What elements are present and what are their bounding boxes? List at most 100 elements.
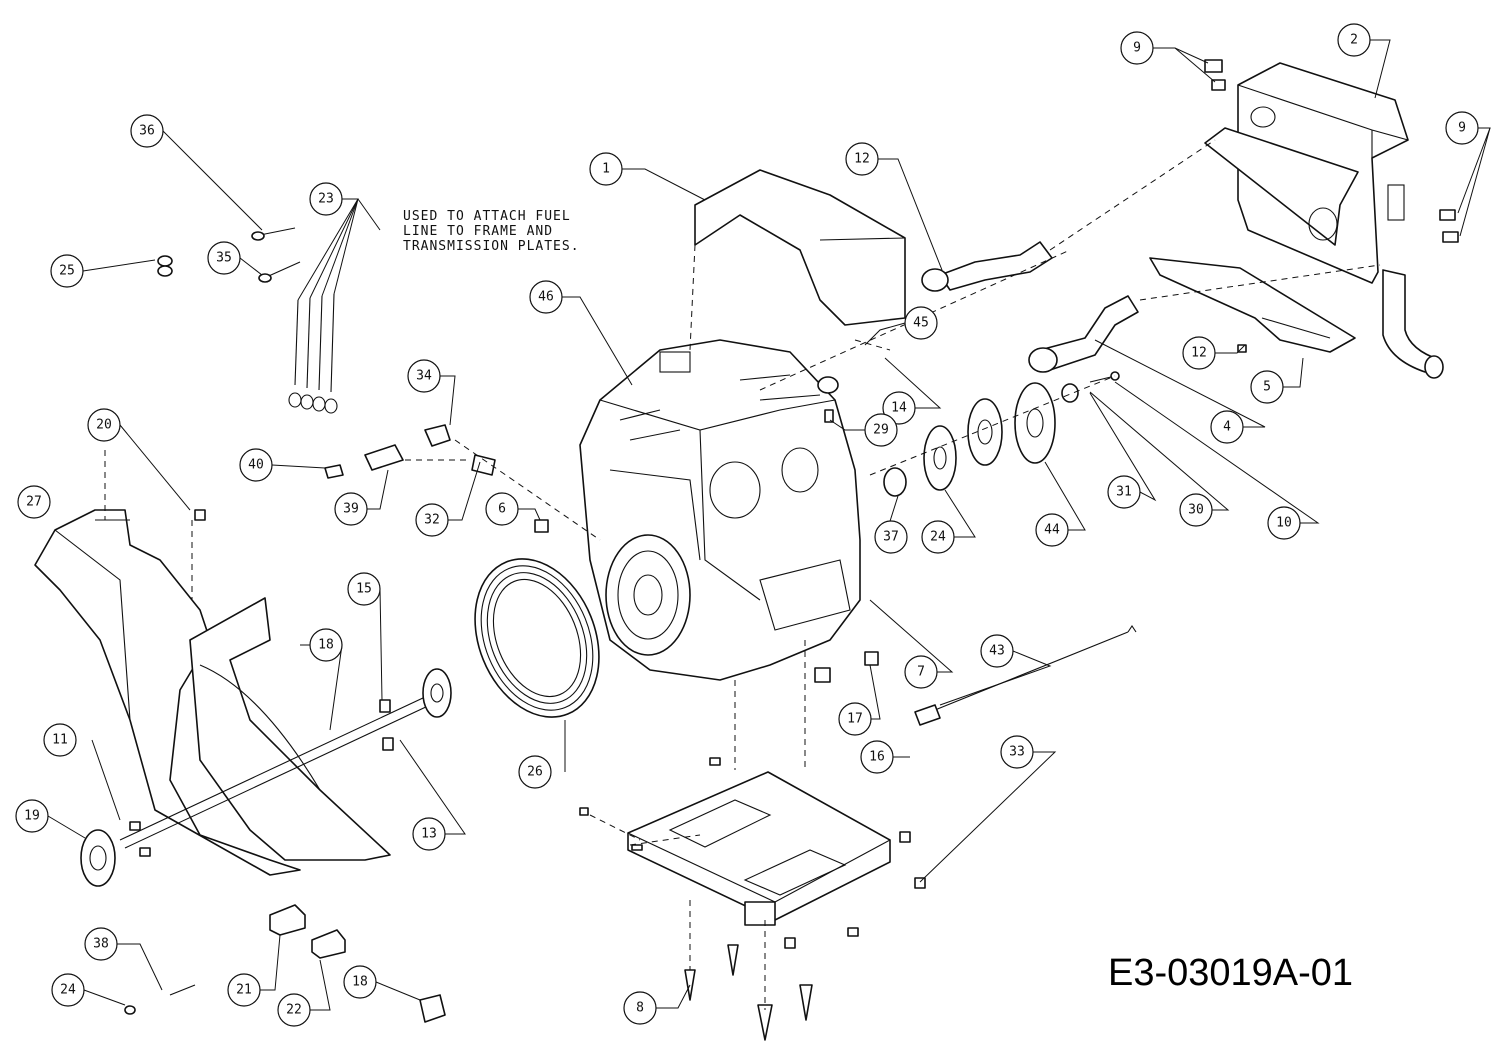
- callout-35: 35: [207, 241, 241, 275]
- callout-31: 31: [1107, 475, 1141, 509]
- drive-belt: [474, 558, 600, 718]
- svg-text:33: 33: [1009, 745, 1025, 760]
- callout-33: 33: [1000, 735, 1034, 769]
- callout-38: 38: [84, 927, 118, 961]
- brackets-bottom: [124, 904, 446, 1023]
- svg-text:9: 9: [1458, 121, 1466, 136]
- svg-text:43: 43: [989, 644, 1005, 659]
- callouts: 9 2 9 36 23 1 12 25 35 46 45 12 5 14 34 …: [15, 23, 1479, 1027]
- svg-text:22: 22: [286, 1003, 302, 1018]
- svg-text:2: 2: [1350, 33, 1358, 48]
- svg-text:38: 38: [93, 937, 109, 952]
- svg-text:10: 10: [1276, 516, 1292, 531]
- svg-text:35: 35: [216, 251, 232, 266]
- callout-16: 16: [860, 740, 894, 774]
- mount-bolts: [129, 59, 1459, 1041]
- svg-text:37: 37: [883, 530, 899, 545]
- svg-text:13: 13: [421, 827, 437, 842]
- callout-13: 13: [412, 817, 446, 851]
- svg-text:27: 27: [26, 495, 42, 510]
- callout-4: 4: [1210, 410, 1244, 444]
- svg-text:7: 7: [917, 665, 925, 680]
- callout-29: 29: [864, 413, 898, 447]
- callout-12-a: 12: [845, 142, 879, 176]
- callout-27: 27: [17, 485, 51, 519]
- svg-text:39: 39: [343, 502, 359, 517]
- note-line-3: TRANSMISSION PLATES.: [403, 239, 580, 254]
- svg-text:18: 18: [352, 975, 368, 990]
- svg-text:15: 15: [356, 582, 372, 597]
- callout-21: 21: [227, 973, 261, 1007]
- svg-text:4: 4: [1223, 420, 1231, 435]
- callout-37: 37: [874, 520, 908, 554]
- callout-43: 43: [980, 634, 1014, 668]
- wire-ties: [288, 293, 338, 414]
- svg-text:16: 16: [869, 750, 885, 765]
- svg-text:45: 45: [913, 316, 929, 331]
- svg-text:34: 34: [416, 369, 432, 384]
- hardware-small: [157, 227, 301, 283]
- svg-text:29: 29: [873, 423, 889, 438]
- callout-10: 10: [1267, 506, 1301, 540]
- callout-24-b: 24: [51, 973, 85, 1007]
- callout-17: 17: [838, 702, 872, 736]
- svg-text:30: 30: [1188, 503, 1204, 518]
- pulley-stack: [883, 371, 1120, 497]
- svg-text:1: 1: [602, 162, 610, 177]
- callout-45: 45: [904, 306, 938, 340]
- fuel-fittings: [324, 424, 496, 479]
- fuel-line-note: USED TO ATTACH FUEL LINE TO FRAME AND TR…: [403, 209, 580, 254]
- callout-8: 8: [623, 991, 657, 1025]
- svg-text:23: 23: [318, 192, 334, 207]
- svg-text:44: 44: [1044, 523, 1060, 538]
- drive-shaft: [80, 668, 452, 887]
- callout-20: 20: [87, 408, 121, 442]
- callout-25: 25: [50, 254, 84, 288]
- callout-12-b: 12: [1182, 336, 1216, 370]
- svg-text:18: 18: [318, 638, 334, 653]
- callout-30: 30: [1179, 493, 1213, 527]
- svg-text:19: 19: [24, 809, 40, 824]
- callout-24-a: 24: [921, 520, 955, 554]
- callout-26: 26: [518, 755, 552, 789]
- callout-9-b: 9: [1445, 111, 1479, 145]
- callout-7: 7: [904, 655, 938, 689]
- callout-19: 19: [15, 799, 49, 833]
- engine-flywheel: [605, 534, 691, 656]
- svg-text:20: 20: [96, 418, 112, 433]
- callout-39: 39: [334, 492, 368, 526]
- callout-11: 11: [43, 723, 77, 757]
- svg-text:31: 31: [1116, 485, 1132, 500]
- callout-14: 14: [882, 391, 916, 425]
- callout-36: 36: [130, 114, 164, 148]
- callout-15: 15: [347, 572, 381, 606]
- svg-text:26: 26: [527, 765, 543, 780]
- callout-22: 22: [277, 993, 311, 1027]
- callout-40: 40: [239, 448, 273, 482]
- callout-1: 1: [589, 152, 623, 186]
- drawing-number: E3-03019A-01: [1108, 952, 1353, 994]
- svg-text:36: 36: [139, 124, 155, 139]
- cable-rod: [914, 625, 1137, 726]
- callout-32: 32: [415, 503, 449, 537]
- svg-text:5: 5: [1263, 380, 1271, 395]
- svg-text:17: 17: [847, 712, 863, 727]
- svg-text:24: 24: [930, 530, 946, 545]
- callout-18-b: 18: [343, 965, 377, 999]
- note-line-2: LINE TO FRAME AND: [403, 224, 553, 239]
- svg-text:12: 12: [854, 152, 870, 167]
- svg-text:9: 9: [1133, 41, 1141, 56]
- frame-left: [34, 509, 301, 876]
- svg-text:25: 25: [59, 264, 75, 279]
- callout-2: 2: [1337, 23, 1371, 57]
- heat-shield-bracket: [1149, 257, 1356, 353]
- svg-text:40: 40: [248, 458, 264, 473]
- callout-9-a: 9: [1120, 31, 1154, 65]
- svg-text:32: 32: [424, 513, 440, 528]
- svg-text:14: 14: [891, 401, 907, 416]
- svg-text:46: 46: [538, 290, 554, 305]
- callout-18-a: 18: [309, 628, 343, 662]
- callout-34: 34: [407, 359, 441, 393]
- exhaust-pipe-lower: [1028, 295, 1139, 373]
